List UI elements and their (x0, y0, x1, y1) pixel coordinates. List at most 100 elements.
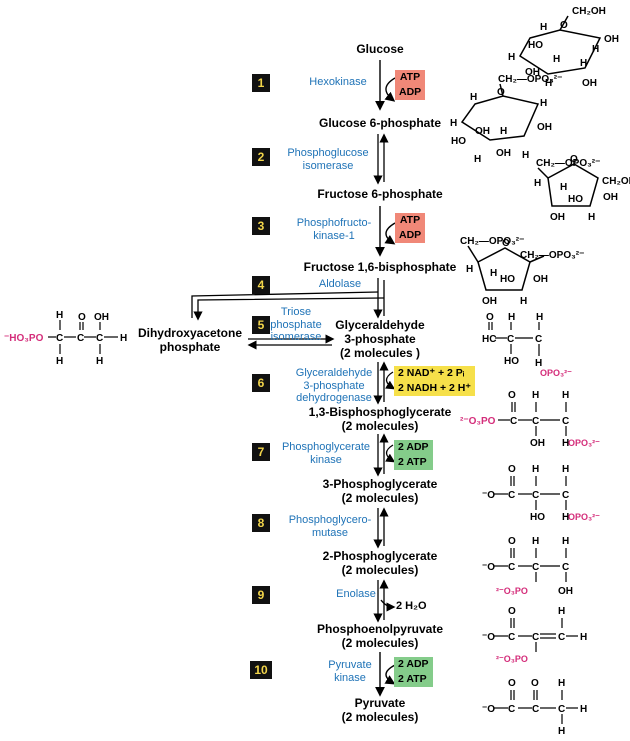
svg-text:C: C (56, 333, 63, 344)
svg-text:H: H (536, 312, 543, 323)
bpg-name: 1,3-Bisphosphoglycerate (308, 405, 452, 419)
svg-text:C: C (507, 334, 514, 345)
svg-text:OH: OH (537, 122, 552, 133)
svg-text:C: C (535, 334, 542, 345)
svg-text:H: H (96, 356, 103, 367)
svg-text:H: H (534, 178, 541, 189)
svg-text:O: O (508, 606, 516, 617)
svg-text:H: H (562, 536, 569, 547)
g6p-label: Glucose 6-phosphate (318, 116, 442, 130)
svg-text:H: H (580, 632, 587, 643)
svg-text:H: H (532, 464, 539, 475)
svg-text:O: O (508, 464, 516, 475)
step10-adp: 2 ADP (398, 658, 429, 670)
step-badge-1: 1 (252, 74, 270, 92)
pg2-structure (494, 548, 567, 582)
step3-atp: ATP (399, 214, 421, 226)
svg-text:H: H (120, 333, 127, 344)
pg3-count: (2 molecules) (341, 491, 419, 505)
pyruvate-count: (2 molecules) (341, 710, 419, 724)
svg-text:C: C (508, 562, 515, 573)
svg-text:OH: OH (603, 192, 618, 203)
svg-text:C: C (508, 490, 515, 501)
f6p-structure (537, 163, 599, 207)
svg-text:OH: OH (475, 126, 490, 137)
svg-text:⁻O: ⁻O (482, 632, 495, 643)
svg-text:C: C (562, 562, 569, 573)
pep-count: (2 molecules) (341, 636, 419, 650)
svg-text:H: H (558, 678, 565, 689)
pg3-structure (494, 476, 567, 510)
svg-text:H: H (532, 390, 539, 401)
bpg-count: (2 molecules) (341, 419, 419, 433)
svg-text:H: H (56, 356, 63, 367)
enzyme-hexokinase: Hexokinase (309, 76, 367, 88)
enzyme-aldolase: Aldolase (318, 278, 362, 290)
enzyme-5-line3: isomerase (270, 331, 322, 343)
svg-text:HO: HO (568, 194, 583, 205)
svg-text:C: C (532, 704, 539, 715)
f6p-group: CH₂—OPO₃²⁻ (536, 158, 600, 169)
enzyme-6-line3: dehydrogenase (296, 392, 372, 404)
svg-text:H: H (508, 52, 515, 63)
step-badge-10: 10 (250, 661, 272, 679)
svg-text:OH: OH (604, 34, 619, 45)
svg-text:C: C (562, 490, 569, 501)
pg3-label: 3-Phosphoglycerate (2 molecules) (323, 477, 438, 505)
pyruvate-label: Pyruvate (2 molecules) (342, 696, 419, 724)
enzyme-8-line2: mutase (311, 526, 349, 539)
svg-text:O: O (502, 238, 510, 249)
pg2-count: (2 molecules) (341, 563, 419, 577)
step1-cofactors: ATP ADP (395, 70, 425, 100)
svg-text:⁻O: ⁻O (482, 704, 495, 715)
enzyme-phosphoglucose-isomerase: Phosphoglucose isomerase (287, 147, 368, 172)
svg-text:H: H (500, 126, 507, 137)
step6-arrow (373, 361, 396, 405)
pyruvate-labels: ⁻OOC OC HCH H (482, 678, 587, 737)
enzyme-triose-phosphate-isomerase: Triose phosphate isomerase (270, 306, 321, 344)
svg-text:H: H (490, 268, 497, 279)
step3-cofactors: ATP ADP (395, 213, 425, 243)
step-badge-2: 2 (252, 148, 270, 166)
svg-text:H: H (560, 182, 567, 193)
svg-text:OH: OH (558, 586, 573, 597)
step4-arrow (191, 278, 385, 321)
step-badge-6: 6 (252, 374, 270, 392)
svg-text:H: H (553, 54, 560, 65)
enzyme-pfk1: Phosphofructo- kinase-1 (297, 217, 372, 242)
pep-structure (494, 618, 578, 652)
svg-text:C: C (532, 562, 539, 573)
enzyme-phosphoglycerate-kinase: Phosphoglycerate kinase (282, 441, 370, 466)
enzyme-2-line2: isomerase (302, 159, 354, 172)
step7-cofactors: 2 ADP 2 ATP (394, 440, 433, 470)
dhap-structure (48, 320, 118, 354)
svg-text:C: C (508, 704, 515, 715)
gap-label: Glyceraldehyde 3-phosphate (2 molecules … (335, 318, 424, 360)
step-badge-9: 9 (252, 586, 270, 604)
pg2-o3po: ²⁻O₃PO (496, 586, 528, 596)
step8-arrow (373, 507, 389, 549)
step6-nadh: 2 NADH + 2 H⁺ (398, 382, 471, 394)
step7-atp: 2 ATP (398, 456, 427, 468)
svg-text:H: H (508, 312, 515, 323)
svg-text:H: H (592, 44, 599, 55)
gap-name-2: 3-phosphate (344, 332, 416, 346)
f6p-label: Fructose 6-phosphate (317, 187, 443, 201)
enzyme-10-line2: kinase (334, 671, 366, 684)
glucose-label: Glucose (356, 42, 404, 56)
step-badge-4: 4 (252, 276, 270, 294)
step10-atp: 2 ATP (398, 673, 427, 685)
step1-adp: ADP (399, 86, 422, 98)
step1-arrow (375, 60, 396, 111)
svg-text:OH: OH (582, 78, 597, 89)
svg-text:HO: HO (451, 136, 466, 147)
glucose-structure (519, 15, 602, 75)
